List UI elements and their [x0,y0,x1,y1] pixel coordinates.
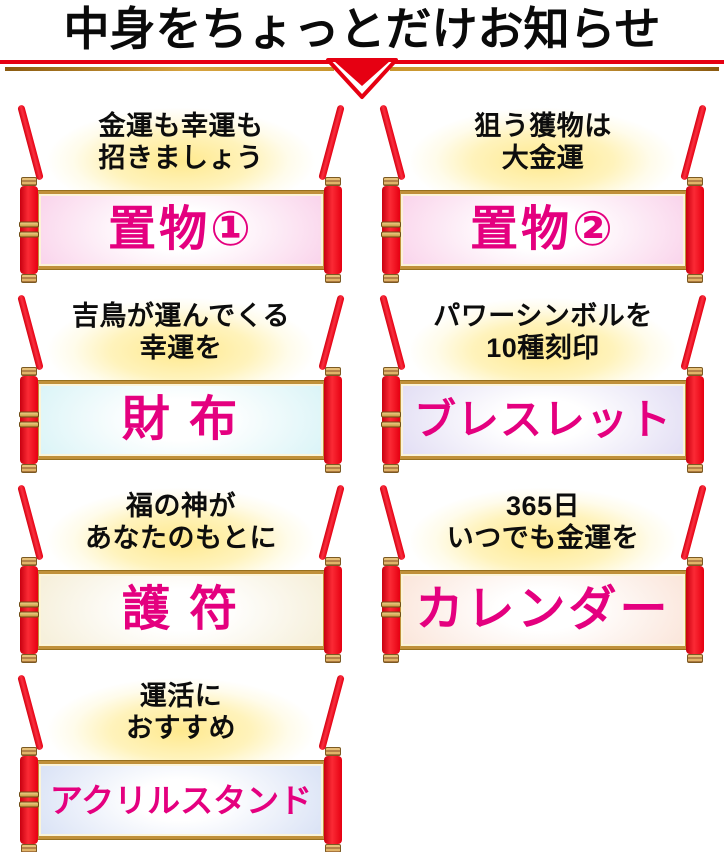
section-divider [0,58,724,102]
glow-effect [390,480,696,578]
items-grid: 金運も幸運も 招きましょう 置物① 狙う獲物は 大金運 [0,100,724,852]
roller-bands [19,222,39,239]
item-card: 金運も幸運も 招きましょう 置物① [0,100,362,290]
divider-line-gold [5,67,334,71]
scroll-banner: 置物① [19,177,342,283]
scroll-roller-right [686,557,704,663]
item-caption: 狙う獲物は 大金運 [474,111,612,174]
scroll-roller-left [19,747,39,852]
item-card: 365日 いつでも金運を カレンダー [362,480,724,670]
item-caption: 365日 いつでも金運を [446,491,640,554]
item-name: 財 布 [121,393,241,446]
glow-effect [390,290,696,388]
scroll-roller-left [19,557,39,663]
scroll-banner: 財 布 [19,367,342,473]
item-caption: 運活に おすすめ [126,681,236,744]
scroll-roller-left [19,367,39,473]
item-card: 狙う獲物は 大金運 置物② [362,100,724,290]
item-card: パワーシンボルを 10種刻印 ブレスレット [362,290,724,480]
scroll-roller-right [324,557,342,663]
scroll-roller-left [19,177,39,283]
item-card: 運活に おすすめ アクリルスタンド [0,670,362,852]
roller-bands [19,412,39,429]
item-caption: 吉鳥が運んでくる 幸運を [71,301,291,364]
item-card: 福の神が あなたのもとに 護 符 [0,480,362,670]
scroll-roller-right [686,367,704,473]
item-card: 吉鳥が運んでくる 幸運を 財 布 [0,290,362,480]
item-caption: 福の神が あなたのもとに [85,491,277,554]
glow-effect [28,480,334,578]
scroll-banner: 護 符 [19,557,342,663]
scroll-roller-right [324,177,342,283]
scroll-roller-left [381,367,401,473]
scroll-roller-right [324,747,342,852]
scroll-banner: カレンダー [381,557,704,663]
item-caption: 金運も幸運も 招きましょう [98,111,264,174]
roller-bands [381,412,401,429]
divider-line-red [0,60,331,64]
scroll-roller-right [686,177,704,283]
scroll-banner: アクリルスタンド [19,747,342,852]
scroll-banner: 置物② [381,177,704,283]
roller-bands [19,602,39,619]
item-name: ブレスレット [413,396,672,443]
item-name: 置物② [470,203,616,256]
glow-effect [28,290,334,388]
scroll-banner: ブレスレット [381,367,704,473]
roller-bands [381,602,401,619]
roller-bands [381,222,401,239]
page-title: 中身をちょっとだけお知らせ [63,3,661,55]
item-name: 護 符 [121,583,241,636]
item-caption: パワーシンボルを 10種刻印 [433,301,653,364]
glow-effect [28,100,334,198]
down-triangle-icon [326,58,398,99]
scroll-roller-left [381,557,401,663]
divider-line-gold [390,67,719,71]
glow-effect [28,670,334,768]
roller-bands [19,792,39,809]
item-name: カレンダー [415,583,671,636]
item-name: アクリルスタンド [49,781,313,819]
divider-line-red [393,60,724,64]
scroll-roller-left [381,177,401,283]
glow-effect [390,100,696,198]
item-name: 置物① [108,203,254,256]
scroll-roller-right [324,367,342,473]
